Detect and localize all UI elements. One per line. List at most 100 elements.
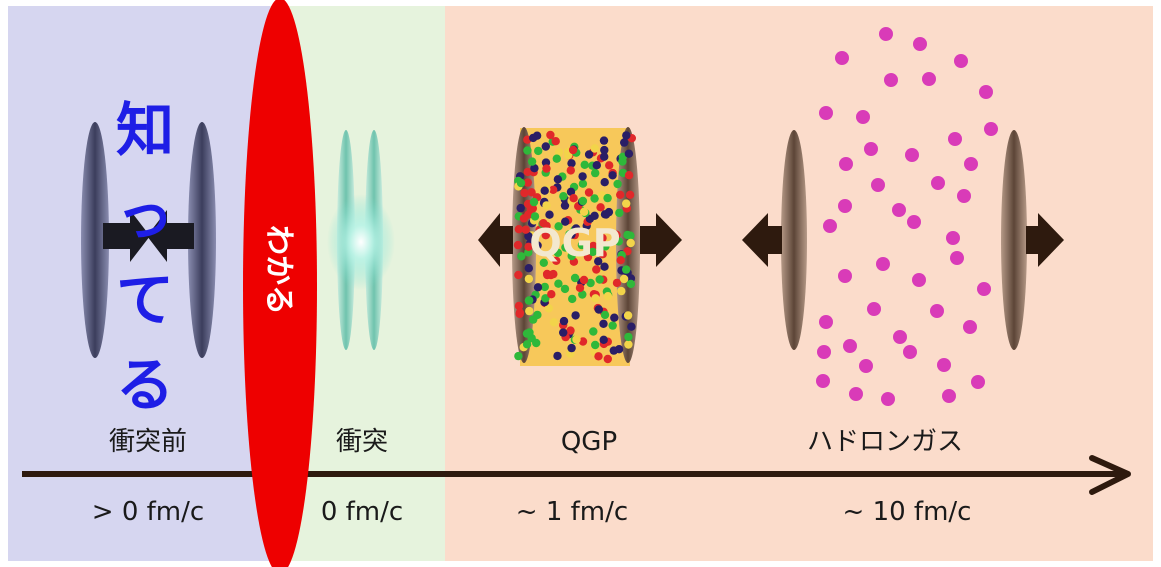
blue-char-2: っ xyxy=(116,181,174,249)
qgp-particle xyxy=(532,338,541,348)
qgp-particle xyxy=(623,311,633,320)
qgp-particle xyxy=(539,258,548,267)
qgp-particle xyxy=(542,201,551,210)
qgp-particle xyxy=(615,208,624,218)
hadron-arrow-right-icon xyxy=(1026,213,1064,267)
qgp-particle xyxy=(543,270,552,280)
hadron-particle xyxy=(839,157,853,171)
qgp-particle xyxy=(525,328,534,337)
qgp-particle xyxy=(529,197,539,207)
qgp-particle xyxy=(569,194,578,203)
qgp-particle xyxy=(559,316,569,326)
qgp-particle xyxy=(517,252,526,261)
qgp-particle xyxy=(529,133,538,143)
qgp-particle xyxy=(574,250,583,259)
qgp-particle xyxy=(600,145,609,155)
qgp-particle xyxy=(567,251,576,261)
hadron-particle xyxy=(864,142,878,156)
qgp-particle xyxy=(566,166,575,175)
hadron-particle xyxy=(856,110,870,124)
qgp-particle xyxy=(521,225,530,234)
qgp-particle xyxy=(617,286,626,296)
right-nucleus-disc xyxy=(188,122,216,358)
qgp-particle xyxy=(534,146,543,156)
hadron-gas xyxy=(742,27,1064,406)
hadron-particle xyxy=(950,251,964,265)
before-collision-panel xyxy=(8,6,270,561)
hadron-particle xyxy=(912,273,926,287)
hadron-particle xyxy=(937,358,951,372)
hadron-particle xyxy=(942,389,956,403)
qgp-particles xyxy=(513,130,636,364)
qgp-particle xyxy=(541,294,550,303)
qgp-particle xyxy=(533,283,543,292)
hadron-particle xyxy=(859,359,873,373)
blue-vertical-text: 知 っ て る xyxy=(116,96,174,419)
hadron-particle xyxy=(823,219,837,233)
qgp-particle xyxy=(614,237,623,246)
qgp-particle xyxy=(514,351,523,361)
qgp-particle xyxy=(624,149,634,158)
qgp-particle xyxy=(560,201,570,210)
qgp-particle xyxy=(603,354,612,364)
qgp-particle xyxy=(552,154,561,163)
qgp-particle xyxy=(627,322,636,331)
hadron-particle xyxy=(879,27,893,41)
qgp-particle xyxy=(609,346,618,355)
qgp-particle xyxy=(570,273,580,283)
qgp-particle xyxy=(591,294,600,303)
qgp-particle xyxy=(616,256,625,265)
hadron-particle xyxy=(819,315,833,329)
qgp-particle xyxy=(584,188,594,197)
qgp-particle xyxy=(605,161,614,170)
red-vertical-text: わかる xyxy=(261,225,296,315)
qgp-particle xyxy=(624,332,633,342)
qgp-particle xyxy=(626,238,635,248)
qgp-particle xyxy=(579,207,589,216)
qgp-particle xyxy=(552,256,561,265)
qgp-particle xyxy=(530,164,539,173)
qgp-particle xyxy=(561,217,570,226)
qgp-particle xyxy=(541,231,550,240)
qgp-particle xyxy=(601,242,610,251)
red-ellipse-overlay: わかる xyxy=(243,0,317,567)
stage-label-hadron-gas: ハドロンガス xyxy=(807,427,963,457)
time-label-before: > 0 fm/c xyxy=(92,497,204,527)
arrow-left-icon xyxy=(147,210,194,262)
qgp-particle xyxy=(553,351,562,361)
qgp-particle xyxy=(572,335,581,344)
qgp-particle xyxy=(625,190,635,199)
qgp-particle xyxy=(554,148,564,157)
qgp-particle xyxy=(579,275,589,285)
qgp-particle xyxy=(612,278,622,288)
qgp-particle xyxy=(578,179,588,188)
incoming-nuclei xyxy=(81,122,216,358)
hadron-particle xyxy=(838,199,852,213)
qgp-particle xyxy=(594,257,603,266)
qgp-particle xyxy=(523,167,532,177)
collision-flash xyxy=(327,194,395,290)
qgp-particle xyxy=(515,309,524,319)
hadron-particle xyxy=(963,320,977,334)
qgp-particle xyxy=(571,311,580,320)
hadron-particle xyxy=(977,282,991,296)
hadron-particle xyxy=(816,374,830,388)
qgp-particle xyxy=(613,179,622,189)
qgp-fireball: QGP xyxy=(478,127,682,366)
red-ellipse xyxy=(243,0,317,567)
hadron-particle xyxy=(964,157,978,171)
hadron-particle xyxy=(849,387,863,401)
qgp-particle xyxy=(524,264,533,273)
qgp-particle xyxy=(549,185,558,194)
qgp-particle xyxy=(523,178,532,187)
qgp-particle xyxy=(599,136,609,145)
qgp-particle xyxy=(554,279,563,288)
qgp-particle xyxy=(525,306,534,316)
qgp-particle xyxy=(522,340,532,349)
hadron-particle xyxy=(881,392,895,406)
qgp-particle xyxy=(596,203,605,212)
qgp-particle xyxy=(568,145,578,155)
qgp-particle xyxy=(592,161,601,170)
qgp-particle xyxy=(578,337,588,346)
